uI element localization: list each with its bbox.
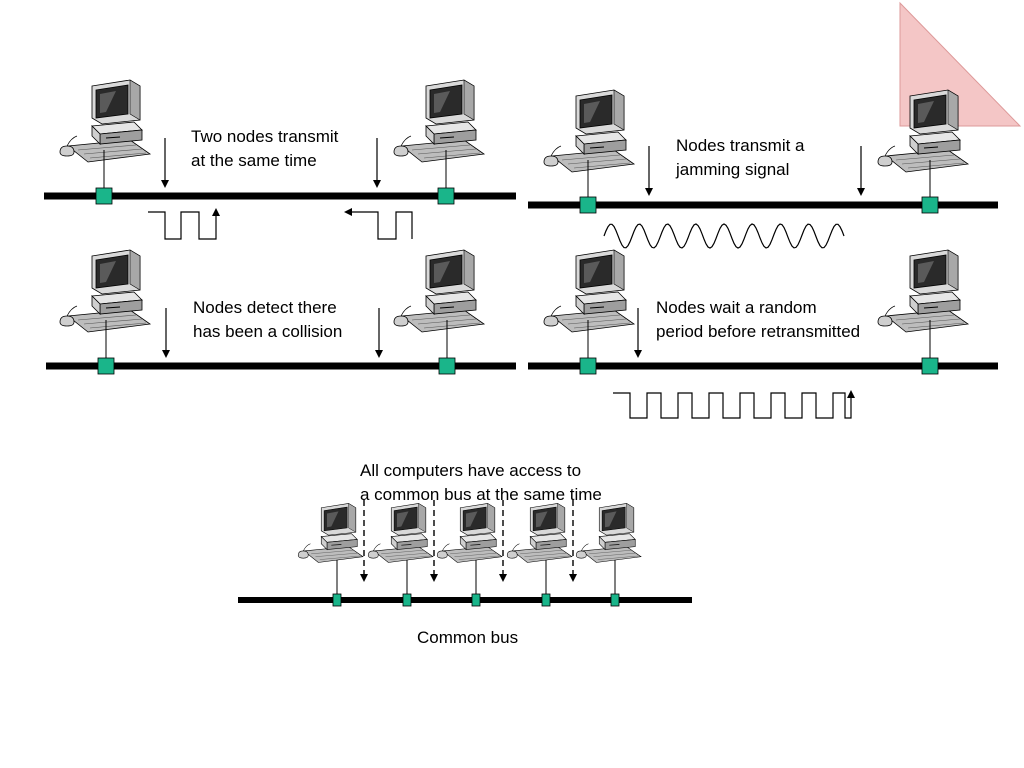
caption-line: Nodes transmit a <box>676 136 805 155</box>
computer-icon <box>297 503 364 563</box>
bus-connector <box>579 357 597 375</box>
common-bus-label: Common bus <box>417 628 519 647</box>
caption-detect: Nodes detect there has been a collision <box>193 296 342 344</box>
computer-icon <box>436 503 503 563</box>
panel-wait <box>528 249 998 419</box>
arrow-down-icon <box>634 308 642 358</box>
square-wave-icon <box>344 208 413 240</box>
computer-icon <box>877 89 969 173</box>
computer-icon <box>393 249 485 333</box>
arrow-down-icon <box>162 308 170 358</box>
bus-connector <box>437 187 455 205</box>
caption-wait: Nodes wait a random period before retran… <box>656 296 860 344</box>
dashed-arrow-icon <box>499 500 507 582</box>
caption-line: a common bus at the same time <box>360 485 602 504</box>
caption-line: Nodes wait a random <box>656 298 817 317</box>
bus-connector <box>438 357 456 375</box>
bus-connector <box>921 196 939 214</box>
computer-icon <box>543 89 635 173</box>
arrow-down-icon <box>645 146 653 196</box>
caption-line: at the same time <box>191 151 317 170</box>
bus-connector <box>610 593 620 607</box>
computer-icon <box>575 503 642 563</box>
arrow-down-icon <box>375 308 383 358</box>
caption-line: Nodes detect there <box>193 298 337 317</box>
bus-connector <box>541 593 551 607</box>
computer-icon <box>59 249 151 333</box>
computer-icon <box>59 79 151 163</box>
caption-line: jamming signal <box>676 160 790 179</box>
dashed-arrow-icon <box>569 500 577 582</box>
caption-line: has been a collision <box>193 322 343 341</box>
caption-transmit: Two nodes transmit at the same time <box>191 125 338 173</box>
bus-connector <box>471 593 481 607</box>
square-wave-icon <box>148 208 220 240</box>
caption-jam: Nodes transmit a jamming signal <box>676 134 805 182</box>
computer-icon <box>393 79 485 163</box>
caption-common: All computers have access to a common bu… <box>360 459 602 507</box>
panel-jam <box>528 89 998 249</box>
sine-wave-icon <box>603 223 845 249</box>
arrow-down-icon <box>857 146 865 196</box>
bus-connector <box>579 196 597 214</box>
panel-common <box>238 500 692 607</box>
computer-icon <box>543 249 635 333</box>
caption-line: Two nodes transmit <box>191 127 339 146</box>
caption-line: period before retransmitted <box>656 322 861 341</box>
computer-icon <box>877 249 969 333</box>
bus-connector <box>332 593 342 607</box>
arrow-down-icon <box>373 138 381 188</box>
dashed-arrow-icon <box>430 500 438 582</box>
bus-connector <box>402 593 412 607</box>
arrow-down-icon <box>161 138 169 188</box>
bus-connector <box>921 357 939 375</box>
caption-line: All computers have access to <box>360 461 582 480</box>
dashed-arrow-icon <box>360 500 368 582</box>
bus-connector <box>95 187 113 205</box>
bus-connector <box>97 357 115 375</box>
panel-detect <box>46 249 516 375</box>
square-wave-icon <box>613 390 855 419</box>
computer-icon <box>506 503 573 563</box>
panel-transmit <box>44 79 516 240</box>
computer-icon <box>367 503 434 563</box>
